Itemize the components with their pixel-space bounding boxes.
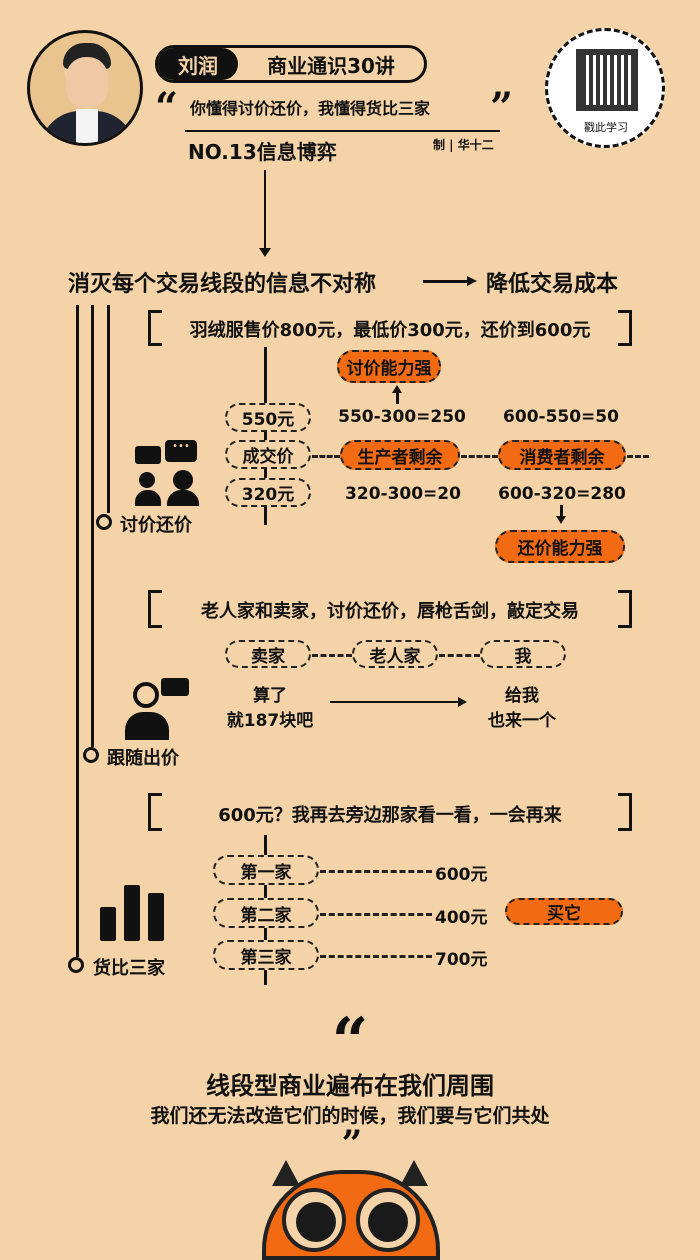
section1-title: 讨价还价 bbox=[120, 515, 192, 536]
main-heading-right: 降低交易成本 bbox=[486, 272, 619, 297]
arrow-down-line bbox=[560, 505, 563, 517]
footer-sub: 我们还无法改造它们的时候，我们要与它们共处 bbox=[150, 1105, 550, 1127]
dash-connector bbox=[320, 913, 432, 916]
dash-connector bbox=[461, 455, 498, 458]
role-seller: 卖家 bbox=[225, 640, 311, 668]
dash-connector bbox=[439, 654, 480, 657]
bar-chart-icon bbox=[100, 885, 166, 941]
calc-top-left: 550-300=250 bbox=[338, 407, 466, 427]
role-me: 我 bbox=[480, 640, 566, 668]
timeline-node-bargain bbox=[96, 514, 112, 530]
arrow-down-icon bbox=[556, 516, 566, 524]
arrow-right-icon bbox=[467, 276, 477, 286]
main-heading-left: 消灭每个交易线段的信息不对称 bbox=[68, 272, 377, 297]
bracket-left bbox=[148, 590, 162, 628]
author-avatar bbox=[27, 30, 143, 146]
series-name: 商业通识30讲 bbox=[267, 53, 395, 78]
buy-it-badge: 买它 bbox=[505, 898, 623, 925]
timeline-node-compare bbox=[68, 957, 84, 973]
qr-label: 戳此学习 bbox=[584, 121, 628, 134]
arrow-right-line bbox=[423, 280, 469, 283]
timeline-line-3 bbox=[76, 305, 79, 957]
calc-bottom-right: 600-320=280 bbox=[498, 484, 626, 504]
dash-connector bbox=[627, 455, 649, 458]
close-quote-icon: ” bbox=[490, 84, 514, 131]
arrow-down-icon bbox=[259, 248, 271, 257]
section3-bracket-text: 600元？我再去旁边那家看一看，一会再来 bbox=[218, 805, 562, 826]
speaking-person-icon bbox=[125, 678, 191, 740]
timeline-node-follow bbox=[83, 747, 99, 763]
divider bbox=[185, 130, 500, 132]
qr-code-icon bbox=[573, 46, 641, 114]
author-name: 刘润 bbox=[158, 48, 238, 80]
shop-pill: 第二家 bbox=[213, 898, 319, 928]
seller-line-2: 就187块吧 bbox=[226, 711, 314, 731]
arrow-up-icon bbox=[392, 385, 402, 393]
timeline-line-2 bbox=[91, 305, 94, 747]
footer-open-quote-icon: “ bbox=[331, 1004, 369, 1079]
consumer-surplus-badge: 消费者剩余 bbox=[498, 440, 626, 470]
counter-strong-badge: 还价能力强 bbox=[495, 530, 625, 563]
price-axis bbox=[264, 347, 267, 525]
producer-surplus-badge: 生产者剩余 bbox=[340, 440, 460, 470]
arrow-right-icon bbox=[458, 697, 467, 707]
shop-price: 400元 bbox=[435, 908, 488, 928]
dash-connector bbox=[320, 870, 432, 873]
open-quote-icon: “ bbox=[155, 84, 179, 131]
dash-connector bbox=[312, 654, 352, 657]
section2-bracket-text: 老人家和卖家，讨价还价，唇枪舌剑，敲定交易 bbox=[201, 601, 579, 622]
shop-pill: 第一家 bbox=[213, 855, 319, 885]
credit: 制 | 华十二 bbox=[433, 138, 494, 152]
bracket-right bbox=[618, 590, 632, 628]
role-elder: 老人家 bbox=[352, 640, 438, 668]
footer-close-quote-icon: ” bbox=[341, 1123, 363, 1165]
chat-people-icon: ••• bbox=[135, 440, 201, 506]
section1-bracket-text: 羽绒服售价800元，最低价300元，还价到600元 bbox=[189, 320, 591, 341]
bracket-left bbox=[148, 310, 162, 346]
me-line-1: 给我 bbox=[505, 686, 539, 706]
shop-price: 700元 bbox=[435, 950, 488, 970]
arrow-up-line bbox=[396, 392, 399, 404]
calc-top-right: 600-550=50 bbox=[503, 407, 619, 427]
bracket-right bbox=[618, 310, 632, 346]
price-pill-deal: 成交价 bbox=[225, 440, 311, 469]
section2-title: 跟随出价 bbox=[107, 748, 179, 769]
shop-pill: 第三家 bbox=[213, 940, 319, 970]
dash-connector bbox=[312, 455, 340, 458]
price-pill-320: 320元 bbox=[225, 478, 311, 507]
episode-title: NO.13信息博弈 bbox=[188, 140, 337, 164]
bracket-right bbox=[618, 793, 632, 831]
arrow-right-line bbox=[330, 701, 460, 703]
footer-headline: 线段型商业遍布在我们周围 bbox=[206, 1072, 494, 1100]
me-line-2: 也来一个 bbox=[488, 711, 556, 731]
dash-connector bbox=[320, 955, 432, 958]
header-quote: 你懂得讨价还价，我懂得货比三家 bbox=[190, 99, 431, 118]
price-pill-550: 550元 bbox=[225, 403, 311, 432]
bracket-left bbox=[148, 793, 162, 831]
qr-bubble[interactable]: 戳此学习 bbox=[545, 28, 665, 148]
timeline-line-1 bbox=[107, 305, 110, 513]
owl-mascot-icon bbox=[262, 1160, 440, 1260]
section3-title: 货比三家 bbox=[93, 958, 165, 979]
title-pill: 刘润 商业通识30讲 bbox=[155, 45, 427, 83]
bargain-strong-badge: 讨价能力强 bbox=[337, 350, 441, 383]
seller-line-1: 算了 bbox=[253, 686, 287, 706]
calc-bottom-left: 320-300=20 bbox=[345, 484, 461, 504]
shop-price: 600元 bbox=[435, 865, 488, 885]
header-connector bbox=[264, 170, 266, 250]
